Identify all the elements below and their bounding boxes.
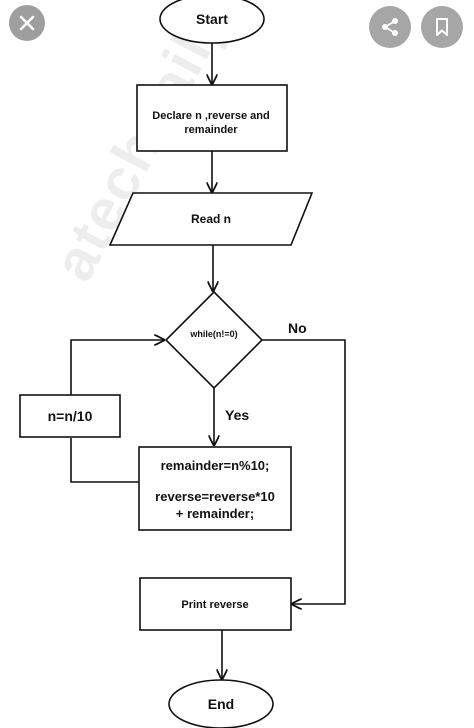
declare-label-line2: remainder [184,124,238,136]
bookmark-button[interactable] [421,6,463,48]
decision-label: while(n!=0) [189,329,237,339]
print-label: Print reverse [181,599,248,611]
start-label: Start [196,11,228,27]
divide-label: n=n/10 [48,408,93,424]
yes-label: Yes [225,407,249,423]
process-label-line1: remainder=n%10; [161,458,270,473]
process-label-line2: reverse=reverse*10 [155,489,275,504]
declare-label-line1: Declare n ,reverse and [152,110,269,122]
divide-box [19,394,121,438]
declare-box [136,84,288,152]
no-label: No [288,320,307,336]
connector-divide-decision [70,340,164,395]
bookmark-icon [436,18,448,36]
end-terminal [168,679,274,728]
read-input-box [108,192,314,246]
process-box [138,446,292,531]
connector-process-divide [70,438,139,483]
end-label: End [208,696,234,712]
connector-no-path [262,339,346,604]
share-button[interactable] [369,6,411,48]
share-icon [382,18,398,36]
process-label-line3: + remainder; [176,506,254,521]
read-label: Read n [191,212,231,226]
decision-diamond [164,290,264,390]
close-button[interactable] [9,5,45,41]
print-box [139,577,292,631]
close-icon [19,15,35,31]
